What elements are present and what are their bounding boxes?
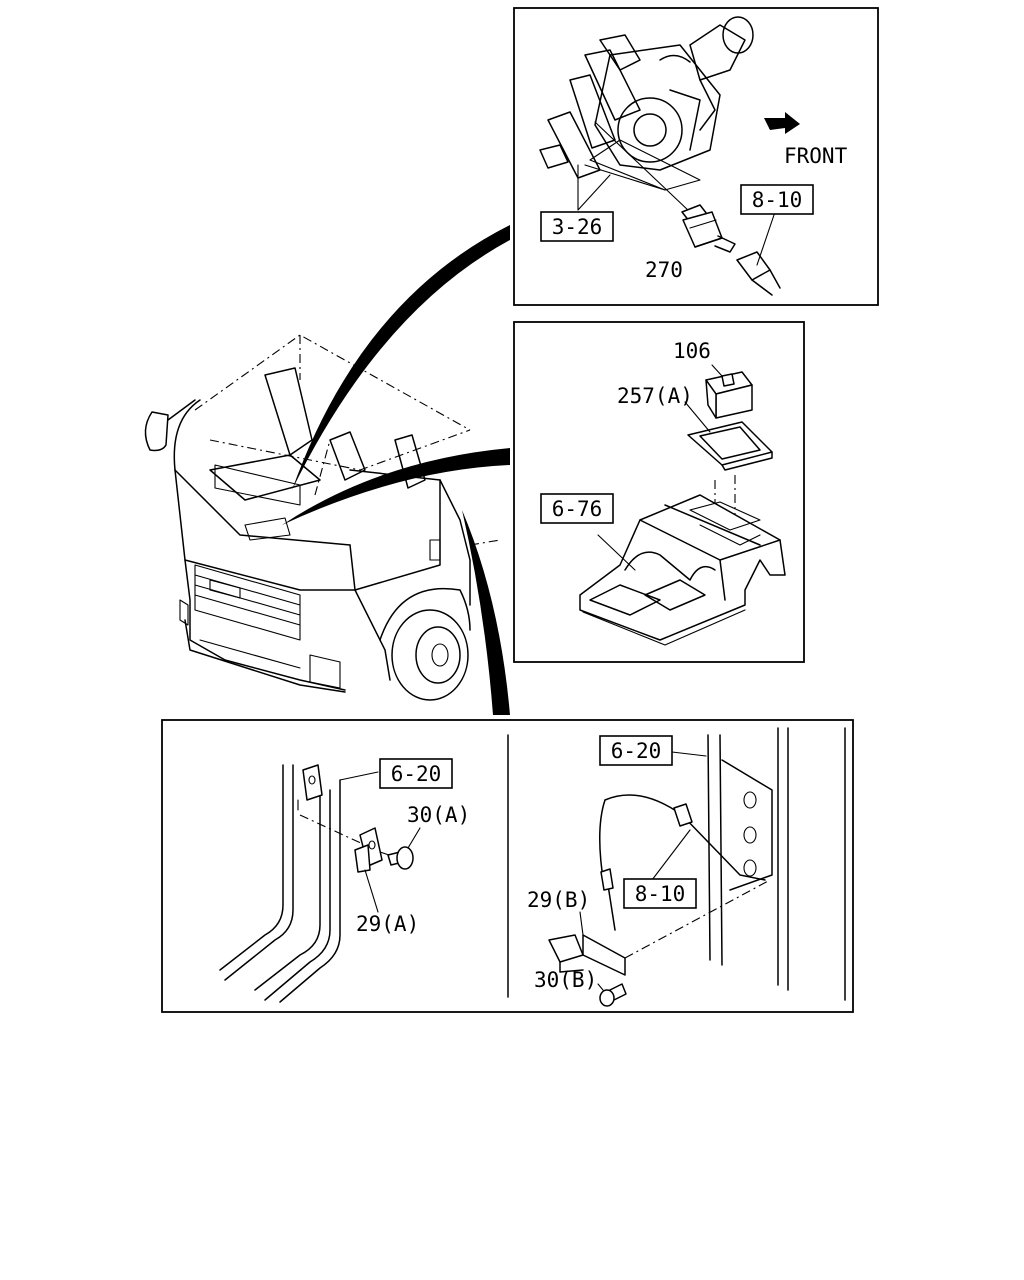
ref-box-6-20-right[interactable]: [599, 735, 673, 766]
ref-6-20-right-label: 6-20: [611, 739, 662, 763]
part-106-label: 106: [673, 339, 711, 363]
ref-box-3-26[interactable]: [540, 211, 614, 242]
ref-box-8-10-top[interactable]: [740, 184, 814, 215]
panel-door-switch: 6-20 30(A) 29(A) 6-20 8-10 2: [161, 719, 854, 1013]
part-29b-label: 29(B): [527, 888, 590, 912]
ref-6-20-left-label: 6-20: [391, 762, 442, 786]
ref-box-8-10-bottom[interactable]: [623, 878, 697, 909]
part-270-label: 270: [645, 258, 683, 282]
ref-box-6-76[interactable]: [540, 493, 614, 524]
callout-wedge-top: [292, 225, 510, 490]
ref-8-10-bottom-label: 8-10: [635, 882, 686, 906]
panel-console-switch: 106 257(A) 6-76: [513, 321, 805, 663]
ref-3-26-label: 3-26: [552, 215, 603, 239]
ref-6-76-label: 6-76: [552, 497, 603, 521]
truck-cab-illustration: [144, 334, 501, 701]
part-30b-label: 30(B): [534, 968, 597, 992]
ref-8-10-top-label: 8-10: [752, 188, 803, 212]
ref-box-6-20-left[interactable]: [379, 758, 453, 789]
front-arrow-icon: [764, 112, 800, 134]
part-30a-label: 30(A): [407, 803, 470, 827]
callout-wedge-middle: [282, 448, 510, 525]
part-29a-label: 29(A): [356, 912, 419, 936]
panel-pressure-switch: FRONT 3-26 8-10 270: [513, 7, 879, 306]
part-257a-label: 257(A): [617, 384, 693, 408]
callout-wedge-bottom: [462, 510, 510, 715]
front-direction-label: FRONT: [784, 144, 848, 168]
